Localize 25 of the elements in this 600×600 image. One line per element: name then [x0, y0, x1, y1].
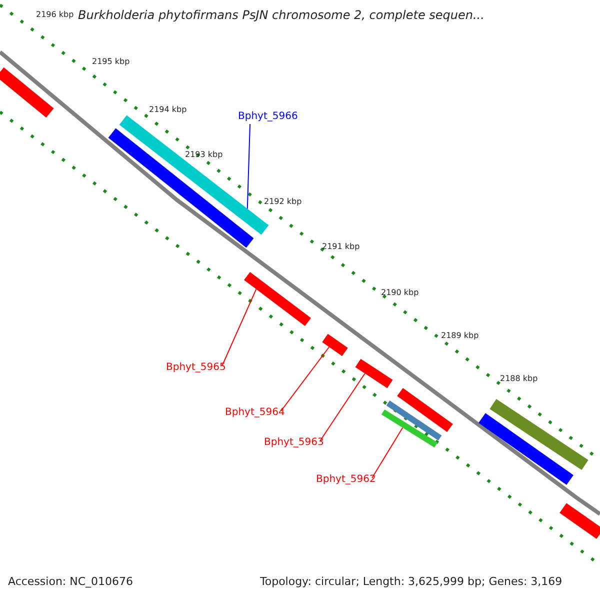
scale-label: 2195 kbp — [92, 57, 130, 67]
title: Burkholderia phytofirmans PsJN chromosome 2, complete sequen... — [78, 8, 484, 22]
info-text: Accession: NC_010676 — [8, 575, 134, 588]
scale-label: 2191 kbp — [322, 242, 360, 252]
gene-label: Bphyt_5965 — [166, 362, 226, 374]
leader-line — [320, 372, 366, 442]
gene-label: Bphyt_5964 — [225, 407, 285, 419]
leader-line — [222, 288, 257, 366]
scale-label: 2193 kbp — [185, 150, 223, 160]
gene-bar — [355, 358, 393, 388]
gene-bar — [322, 334, 348, 356]
scale-label: 2196 kbp — [36, 10, 74, 20]
gene-label: Bphyt_5966 — [238, 111, 298, 123]
scale-label: 2188 kbp — [500, 374, 538, 384]
leader-line — [280, 346, 330, 412]
gene-label: Bphyt_5962 — [316, 474, 376, 486]
leader-line — [246, 124, 250, 210]
gene-bar — [381, 409, 438, 448]
scale-label: 2192 kbp — [264, 197, 302, 207]
scale-label: 2189 kbp — [441, 331, 479, 341]
info-text: Topology: circular; Length: 3,625,999 bp; Genes: 3,169 — [260, 575, 562, 588]
leader-line — [372, 427, 404, 478]
gene-label: Bphyt_5963 — [264, 437, 324, 449]
scale-label: 2190 kbp — [381, 288, 419, 298]
gene-bar — [244, 272, 311, 326]
